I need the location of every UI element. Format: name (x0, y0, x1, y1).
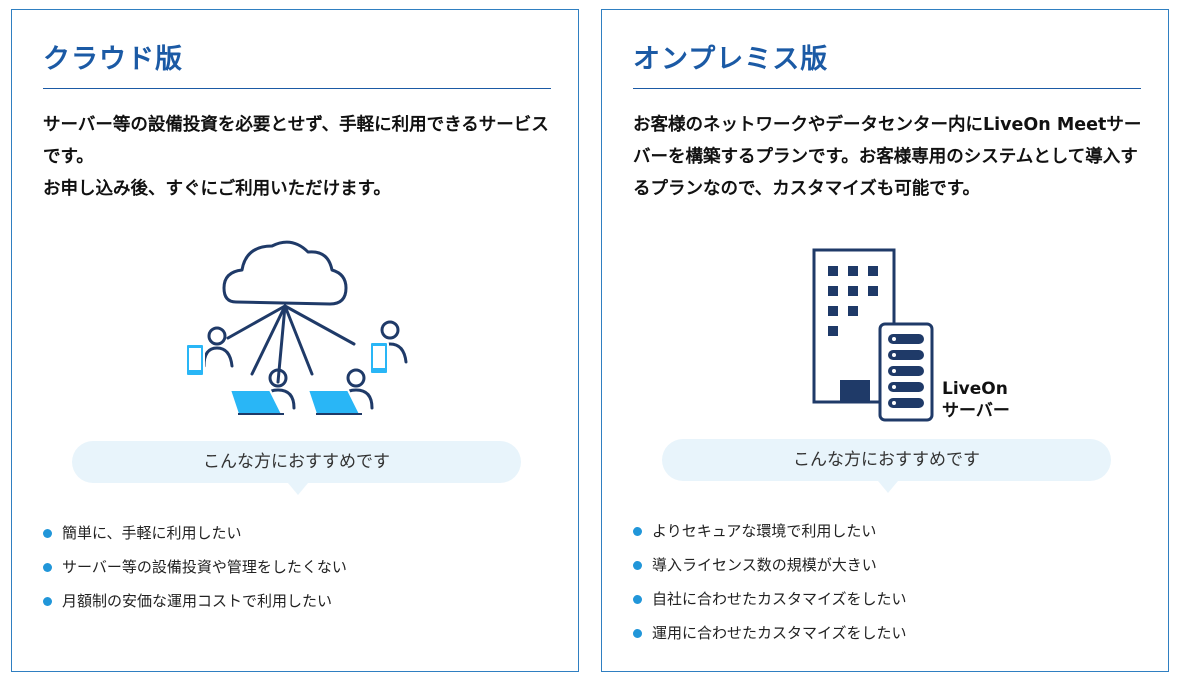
cloud-plan-description: サーバー等の設備投資を必要とせず、手軽に利用できるサービスです。 お申し込み後、… (43, 115, 549, 199)
onprem-recommend-list: よりセキュアな環境で利用したい 導入ライセンス数の規模が大きい 自社に合わせたカ… (633, 516, 907, 652)
cloud-recommend-bubble: こんな方におすすめです (72, 441, 521, 495)
cloud-network-icon (185, 240, 408, 415)
list-item: 月額制の安価な運用コストで利用したい (43, 586, 347, 620)
onprem-plan-card: オンプレミス版 お客様のネットワークやデータセンター内にLiveOn Meetサ… (601, 9, 1169, 672)
bullet-icon (633, 561, 642, 570)
bullet-icon (633, 595, 642, 604)
bullet-icon (43, 563, 52, 572)
server-label-line1: LiveOn (942, 379, 1008, 399)
cloud-recommend-list: 簡単に、手軽に利用したい サーバー等の設備投資や管理をしたくない 月額制の安価な… (43, 518, 347, 620)
list-item: 自社に合わせたカスタマイズをしたい (633, 584, 907, 618)
list-item: 簡単に、手軽に利用したい (43, 518, 347, 552)
building-server-icon: LiveOn サーバー (812, 248, 1010, 422)
onprem-recommend-bubble: こんな方におすすめです (662, 439, 1111, 493)
onprem-plan-description: お客様のネットワークやデータセンター内にLiveOn Meetサーバーを構築する… (633, 115, 1142, 199)
bullet-icon (43, 529, 52, 538)
cloud-plan-card: クラウド版 サーバー等の設備投資を必要とせず、手軽に利用できるサービスです。 お… (11, 9, 579, 672)
bullet-icon (633, 629, 642, 638)
list-item: サーバー等の設備投資や管理をしたくない (43, 552, 347, 586)
cloud-plan-title: クラウド版 (43, 40, 551, 89)
onprem-plan-title: オンプレミス版 (633, 40, 1141, 89)
server-label-line2: サーバー (942, 401, 1010, 421)
list-item: 導入ライセンス数の規模が大きい (633, 550, 907, 584)
list-item: よりセキュアな環境で利用したい (633, 516, 907, 550)
bullet-icon (633, 527, 642, 536)
list-item: 運用に合わせたカスタマイズをしたい (633, 618, 907, 652)
bullet-icon (43, 597, 52, 606)
